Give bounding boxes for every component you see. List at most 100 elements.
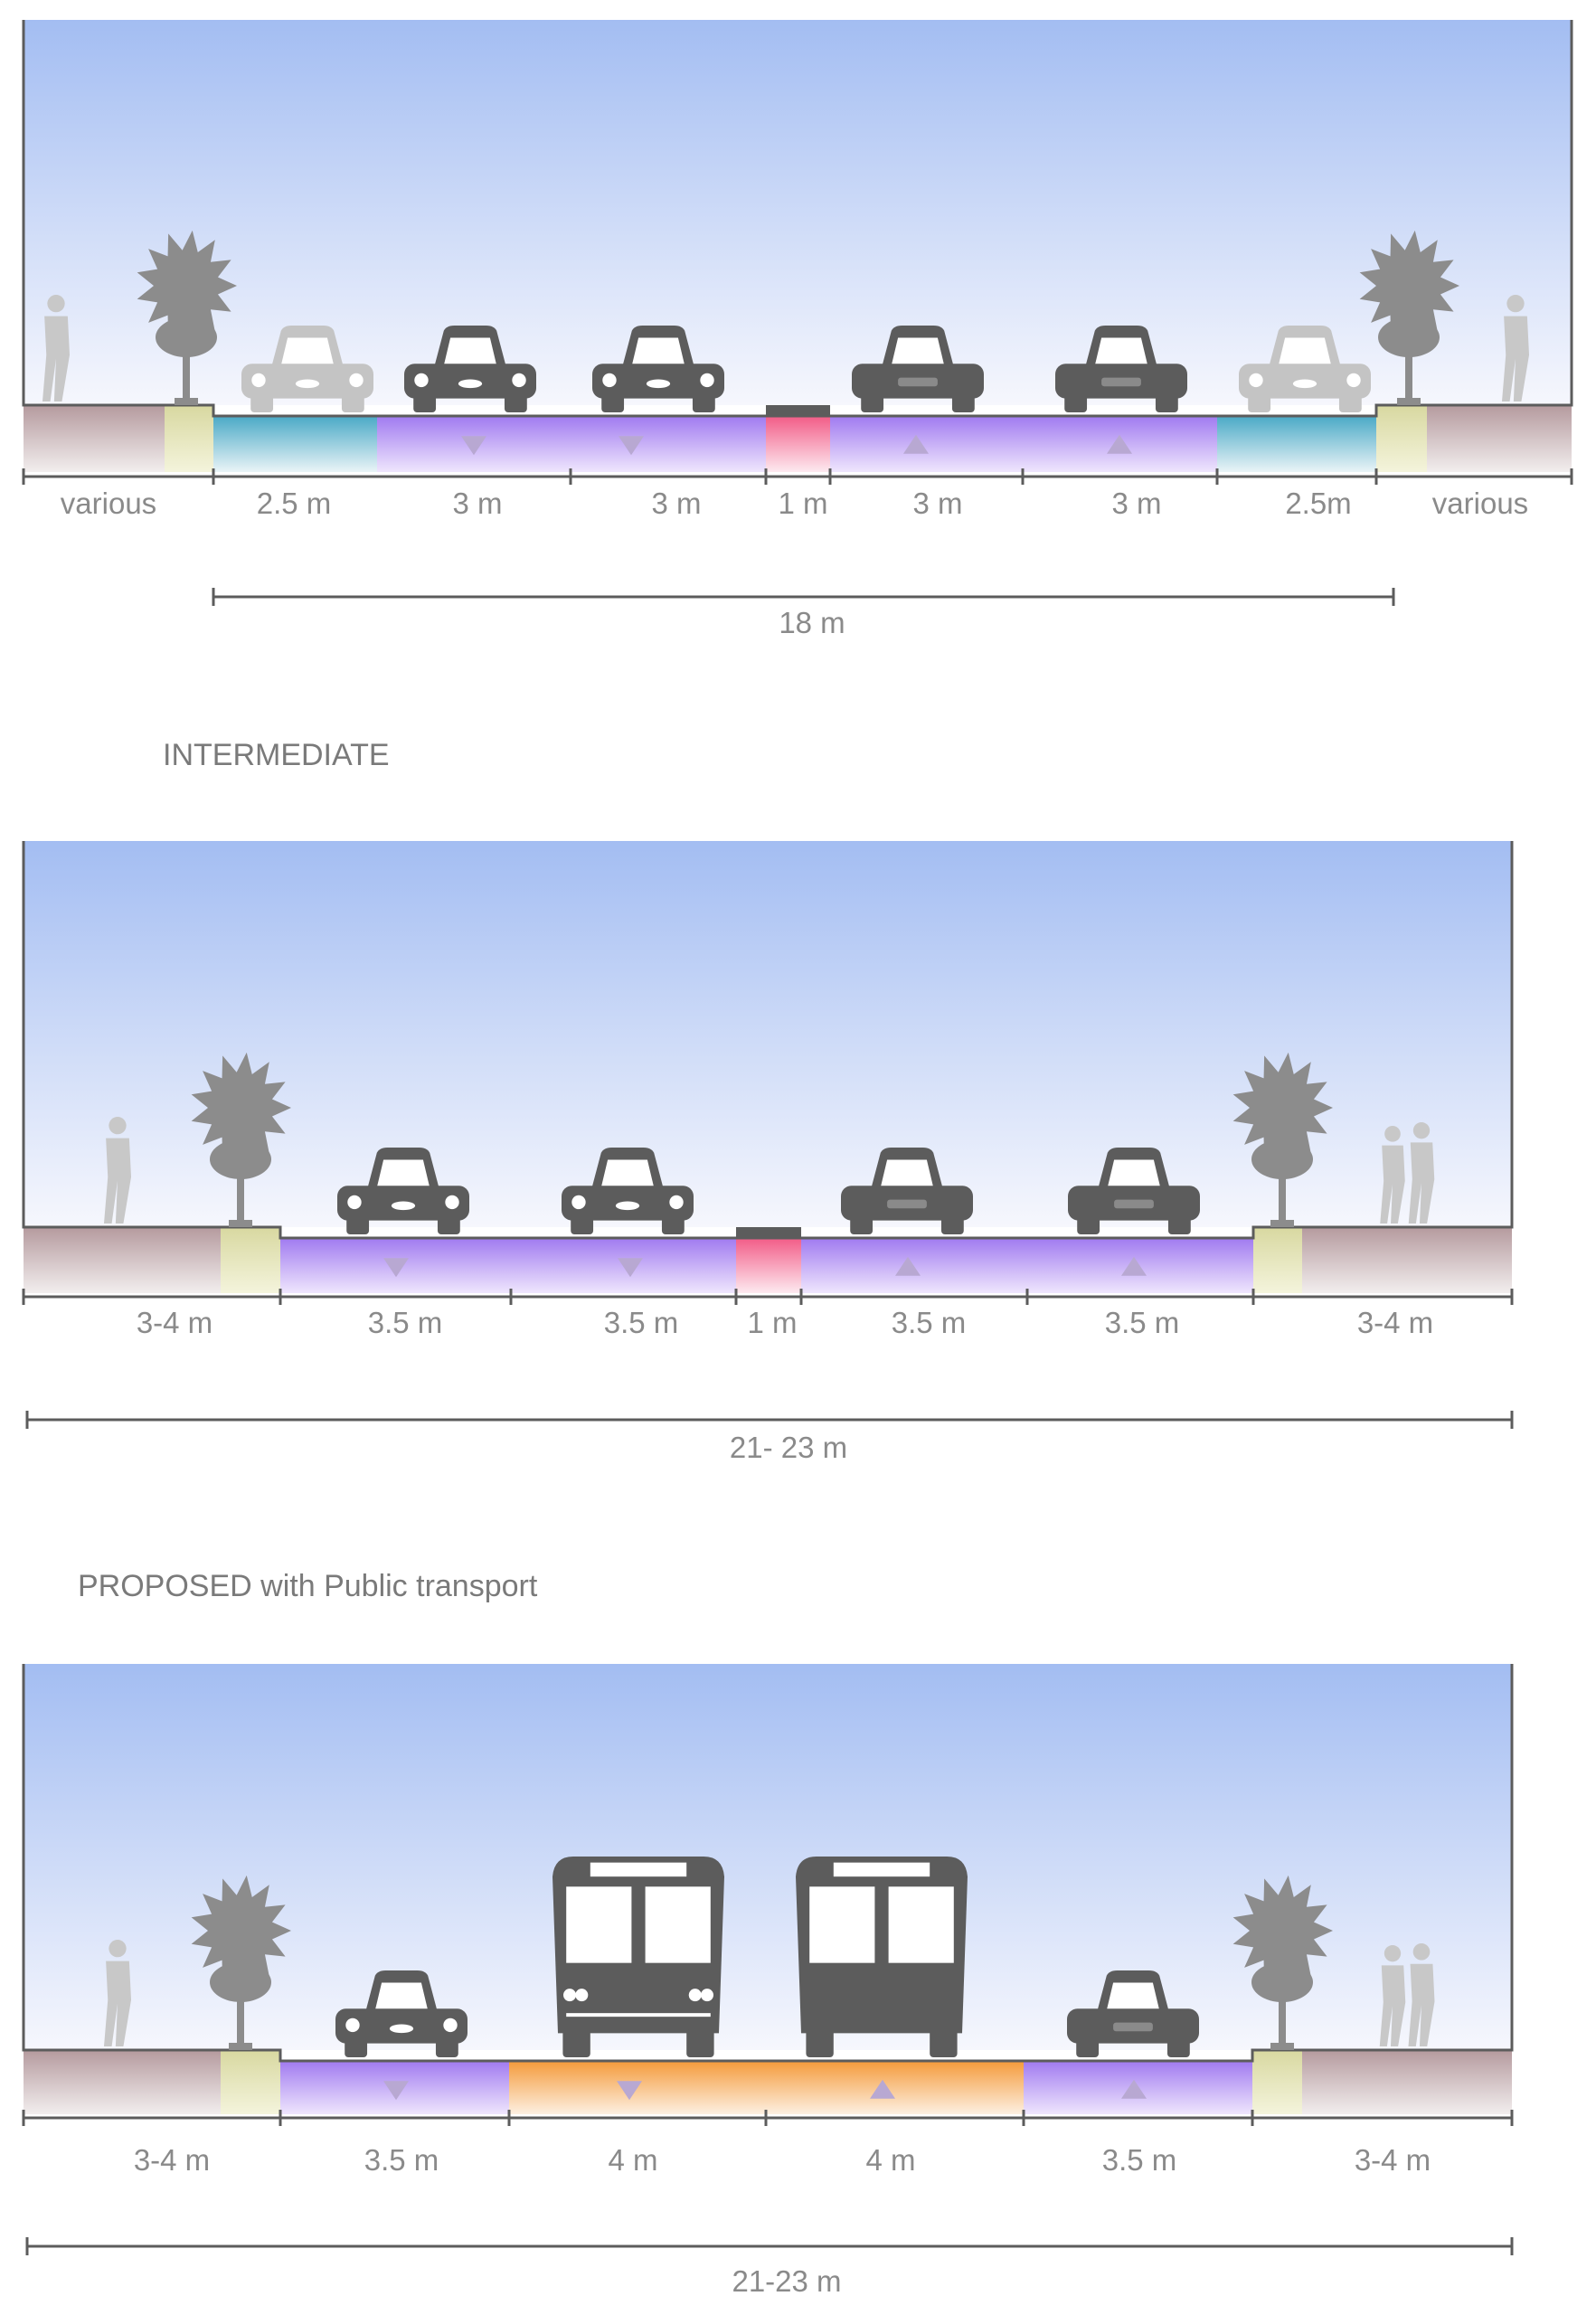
- segment-label: 3-4 m: [137, 1306, 212, 1339]
- median-curb: [766, 405, 830, 416]
- total-width-label: 21-23 m: [732, 2264, 841, 2298]
- direction-arrow-down-icon: [619, 436, 644, 456]
- section-1-segment-labels: various 2.5 m 3 m 3 m 1 m 3 m 3 m 2.5m v…: [61, 487, 1528, 639]
- pedestrian-icon: [42, 295, 71, 402]
- bus-rear-icon: [796, 1857, 968, 2057]
- pedestrian-icon: [1408, 1943, 1435, 2046]
- palm-tree-icon: [1232, 1875, 1333, 2050]
- median: [766, 416, 830, 472]
- tree-pit: [165, 405, 213, 472]
- sidewalk: [24, 405, 165, 472]
- pedestrian-icon: [1379, 1945, 1406, 2046]
- segment-label: 3.5 m: [604, 1306, 679, 1339]
- segment-label: 2.5m: [1285, 487, 1351, 520]
- parking-lane: [213, 416, 377, 472]
- palm-tree-icon: [1359, 230, 1459, 405]
- section-heading-proposed: PROPOSED with Public transport: [78, 1569, 538, 1603]
- travel-lane: [377, 416, 766, 472]
- total-width-label: 21- 23 m: [730, 1431, 847, 1464]
- segment-label: 3 m: [651, 487, 701, 520]
- tree-pit: [221, 1227, 280, 1293]
- section-outline: [22, 20, 1573, 418]
- car-front-icon: [562, 1148, 694, 1234]
- section-3-proposed: [22, 1664, 1514, 2255]
- segment-label: 3.5 m: [1105, 1306, 1180, 1339]
- pedestrian-icon: [103, 1940, 132, 2046]
- segment-label: 2.5 m: [257, 487, 332, 520]
- segment-label: 4 m: [608, 2143, 657, 2177]
- section-3-segment-labels: 3-4 m 3.5 m 4 m 4 m 3.5 m 3-4 m 21-23 m: [134, 2143, 1431, 2298]
- section-1-existing: [22, 20, 1573, 606]
- car-rear-icon: [1067, 1970, 1199, 2057]
- sidewalk: [1427, 405, 1572, 472]
- segment-label: various: [61, 487, 156, 520]
- car-front-icon: [335, 1970, 467, 2057]
- segment-label: 3-4 m: [1355, 2143, 1431, 2177]
- palm-tree-icon: [1232, 1052, 1333, 1227]
- segment-label: 3-4 m: [134, 2143, 210, 2177]
- palm-tree-icon: [137, 230, 237, 405]
- car-front-icon: [404, 326, 536, 412]
- pedestrian-icon: [103, 1117, 132, 1224]
- tree-pit: [221, 2050, 280, 2114]
- parked-car-icon: [1239, 326, 1371, 412]
- tree-pit: [1253, 1227, 1302, 1293]
- direction-arrow-down-icon: [383, 1258, 409, 1278]
- pedestrian-icon: [1408, 1122, 1435, 1224]
- car-rear-icon: [841, 1148, 973, 1234]
- direction-arrow-down-icon: [383, 2081, 409, 2101]
- segment-label: 3 m: [1111, 487, 1161, 520]
- direction-arrow-up-icon: [870, 2079, 895, 2099]
- median: [736, 1238, 801, 1293]
- palm-tree-icon: [191, 1052, 291, 1227]
- segment-label: 3.5 m: [364, 2143, 439, 2177]
- pedestrian-icon: [1380, 1126, 1405, 1224]
- direction-arrow-down-icon: [617, 2081, 642, 2101]
- pedestrian-icon: [1501, 295, 1530, 402]
- segment-label: 4 m: [865, 2143, 915, 2177]
- section-heading-intermediate: INTERMEDIATE: [163, 738, 390, 772]
- direction-arrow-up-icon: [1107, 434, 1132, 454]
- direction-arrow-down-icon: [461, 436, 486, 456]
- segment-label: 3-4 m: [1357, 1306, 1433, 1339]
- parked-car-icon: [241, 326, 373, 412]
- travel-lane: [830, 416, 1217, 472]
- parking-lane: [1217, 416, 1376, 472]
- section-2-intermediate: [22, 841, 1514, 1429]
- car-rear-icon: [1055, 326, 1187, 412]
- segment-label: various: [1432, 487, 1528, 520]
- direction-arrow-down-icon: [618, 1258, 643, 1278]
- tree-pit: [1376, 405, 1427, 472]
- direction-arrow-up-icon: [1121, 1256, 1147, 1276]
- section-2-segment-labels: 3-4 m 3.5 m 3.5 m 1 m 3.5 m 3.5 m 3-4 m …: [137, 1306, 1433, 1464]
- travel-lane: [801, 1238, 1253, 1293]
- sidewalk: [24, 1227, 221, 1293]
- segment-label: 3.5 m: [892, 1306, 967, 1339]
- car-rear-icon: [1068, 1148, 1200, 1234]
- total-width-label: 18 m: [779, 606, 845, 639]
- section-outline: [22, 841, 1514, 1240]
- segment-label: 3 m: [452, 487, 502, 520]
- car-front-icon: [337, 1148, 469, 1234]
- sidewalk: [1302, 1227, 1512, 1293]
- segment-label: 3.5 m: [1102, 2143, 1177, 2177]
- direction-arrow-up-icon: [903, 434, 929, 454]
- median-curb: [736, 1227, 801, 1238]
- travel-lane: [280, 1238, 736, 1293]
- car-front-icon: [592, 326, 724, 412]
- sidewalk: [1302, 2050, 1512, 2114]
- sidewalk: [24, 2050, 221, 2114]
- direction-arrow-up-icon: [1121, 2079, 1147, 2099]
- bus-front-icon: [552, 1857, 724, 2057]
- sky: [24, 20, 1572, 405]
- car-rear-icon: [852, 326, 984, 412]
- segment-label: 3.5 m: [368, 1306, 443, 1339]
- segment-label: 1 m: [778, 487, 827, 520]
- tree-pit: [1252, 2050, 1302, 2114]
- section-outline: [22, 1664, 1514, 2063]
- palm-tree-icon: [191, 1875, 291, 2050]
- segment-label: 1 m: [747, 1306, 797, 1339]
- bus-lane: [509, 2061, 1024, 2114]
- direction-arrow-up-icon: [895, 1256, 921, 1276]
